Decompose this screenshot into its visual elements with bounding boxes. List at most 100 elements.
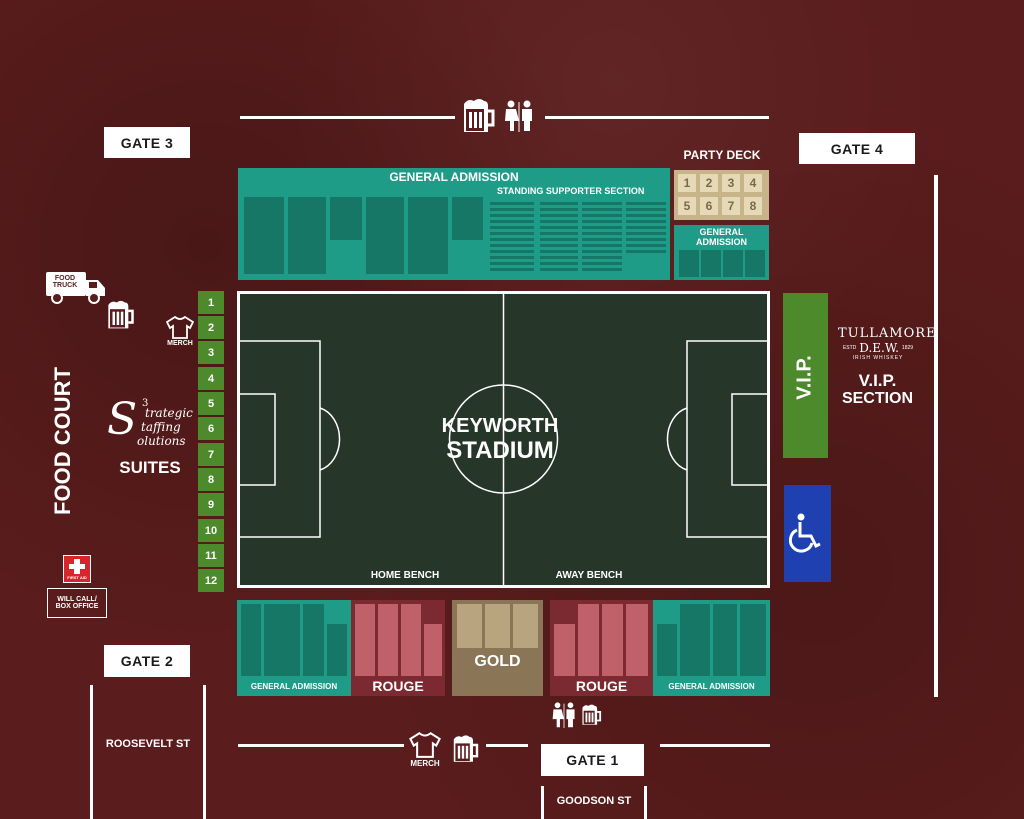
rouge-left-block [355,604,375,676]
south-concourse-line-left [238,744,404,747]
gate-3[interactable]: GATE 3 [104,127,190,158]
suite-7[interactable]: 7 [198,443,224,466]
gate-2[interactable]: GATE 2 [104,645,190,677]
suite-8[interactable]: 8 [198,468,224,491]
vip-box[interactable] [783,293,828,458]
deck-ga-block [745,250,765,277]
north-seat-block [244,197,284,274]
suite-12[interactable]: 12 [198,569,224,592]
standing-row [540,232,578,235]
first-aid-label: FIRST AID [67,575,87,580]
party-deck-box-3[interactable]: 3 [722,174,740,192]
goodson-street-left-edge [541,786,544,819]
standing-row [626,226,666,229]
goodson-street-right-edge [644,786,647,819]
tullamore-sub: IRISH WHISKEY [852,355,904,361]
suite-4[interactable]: 4 [198,367,224,390]
standing-row [540,214,578,217]
standing-row [490,244,534,247]
suite-3[interactable]: 3 [198,341,224,364]
standing-row [626,238,666,241]
tullamore-line1: TULLAMORE [838,326,937,341]
suite-5[interactable]: 5 [198,392,224,415]
south-ga-right-label: GENERAL ADMISSION [668,682,755,691]
party-deck-box-5[interactable]: 5 [678,197,696,215]
standing-row [540,244,578,247]
will-call-box-office[interactable]: WILL CALL/ BOX OFFICE [47,588,107,618]
food-truck-icon [46,272,105,304]
rouge-right-block [554,624,575,676]
soccer-pitch[interactable] [237,291,770,588]
standing-row [490,232,534,235]
standing-row [582,250,622,253]
suite-9[interactable]: 9 [198,493,224,516]
north-seat-block [288,197,326,274]
gold-block [513,604,538,648]
standing-row [626,244,666,247]
north-seat-block [452,197,483,240]
standing-row [490,268,534,271]
suite-6[interactable]: 6 [198,417,224,440]
standing-row [490,214,534,217]
suite-1[interactable]: 1 [198,291,224,314]
standing-supporter-label: STANDING SUPPORTER SECTION [497,186,645,196]
food-court-label: FOOD COURT [50,367,75,515]
tullamore-dew: D.E.W. [859,341,899,355]
sponsor-sup: 3 [142,398,149,409]
south-ga-right-block [713,604,737,676]
standing-row [490,262,534,265]
standing-row [626,208,666,211]
food-court-beer-icon [108,300,134,329]
sponsor-line1: trategic [145,406,193,420]
vip-section-label-1: V.I.P. [858,371,897,390]
deck-ga-block [701,250,721,277]
sponsor-line3: olutions [137,434,186,448]
standing-row [540,268,578,271]
standing-row [582,256,622,259]
roosevelt-street-label: ROOSEVELT ST [105,738,191,750]
standing-row [582,220,622,223]
north-seat-block [408,197,448,274]
standing-row [582,208,622,211]
south-ga-right-block [657,624,677,676]
rouge-right-block [578,604,599,676]
gate-1[interactable]: GATE 1 [541,744,644,776]
deck-ga-block [723,250,743,277]
suite-10[interactable]: 10 [198,519,224,542]
standing-row [582,244,622,247]
standing-row [582,226,622,229]
party-deck-box-7[interactable]: 7 [722,197,740,215]
suite-2[interactable]: 2 [198,316,224,339]
suite-11[interactable]: 11 [198,544,224,567]
party-deck-box-8[interactable]: 8 [744,197,762,215]
standing-row [540,250,578,253]
east-boundary-line [934,175,938,697]
south-merch-shirt-icon [409,732,441,758]
stadium-name-line1: KEYWORTH [441,415,559,437]
south-merch-label: MERCH [410,759,440,768]
north-seat-block [366,197,404,274]
south-concourse-line-mid [486,744,528,747]
south-restroom-icon [552,702,575,728]
gate-4[interactable]: GATE 4 [799,133,915,164]
first-aid-icon: FIRST AID [63,555,91,583]
standing-row [582,214,622,217]
tullamore-est: ESTD [842,345,857,351]
tullamore-dew-logo: TULLAMORE ESTD D.E.W. 1829 IRISH WHISKEY [838,326,937,361]
beer-icon [464,99,495,132]
party-deck-box-6[interactable]: 6 [700,197,718,215]
standing-row [582,262,622,265]
suites-label: SUITES [119,458,181,477]
gold-block [485,604,510,648]
gold-label: GOLD [474,653,521,670]
standing-row [540,262,578,265]
party-deck-box-4[interactable]: 4 [744,174,762,192]
party-deck-box-2[interactable]: 2 [700,174,718,192]
north-concourse-line-left [240,116,455,119]
rouge-left-block [378,604,398,676]
party-deck-box-1[interactable]: 1 [678,174,696,192]
rouge-right-block [626,604,648,676]
roosevelt-street-right-edge [203,685,206,819]
goodson-street-label: GOODSON ST [556,795,632,807]
standing-row [626,250,666,253]
